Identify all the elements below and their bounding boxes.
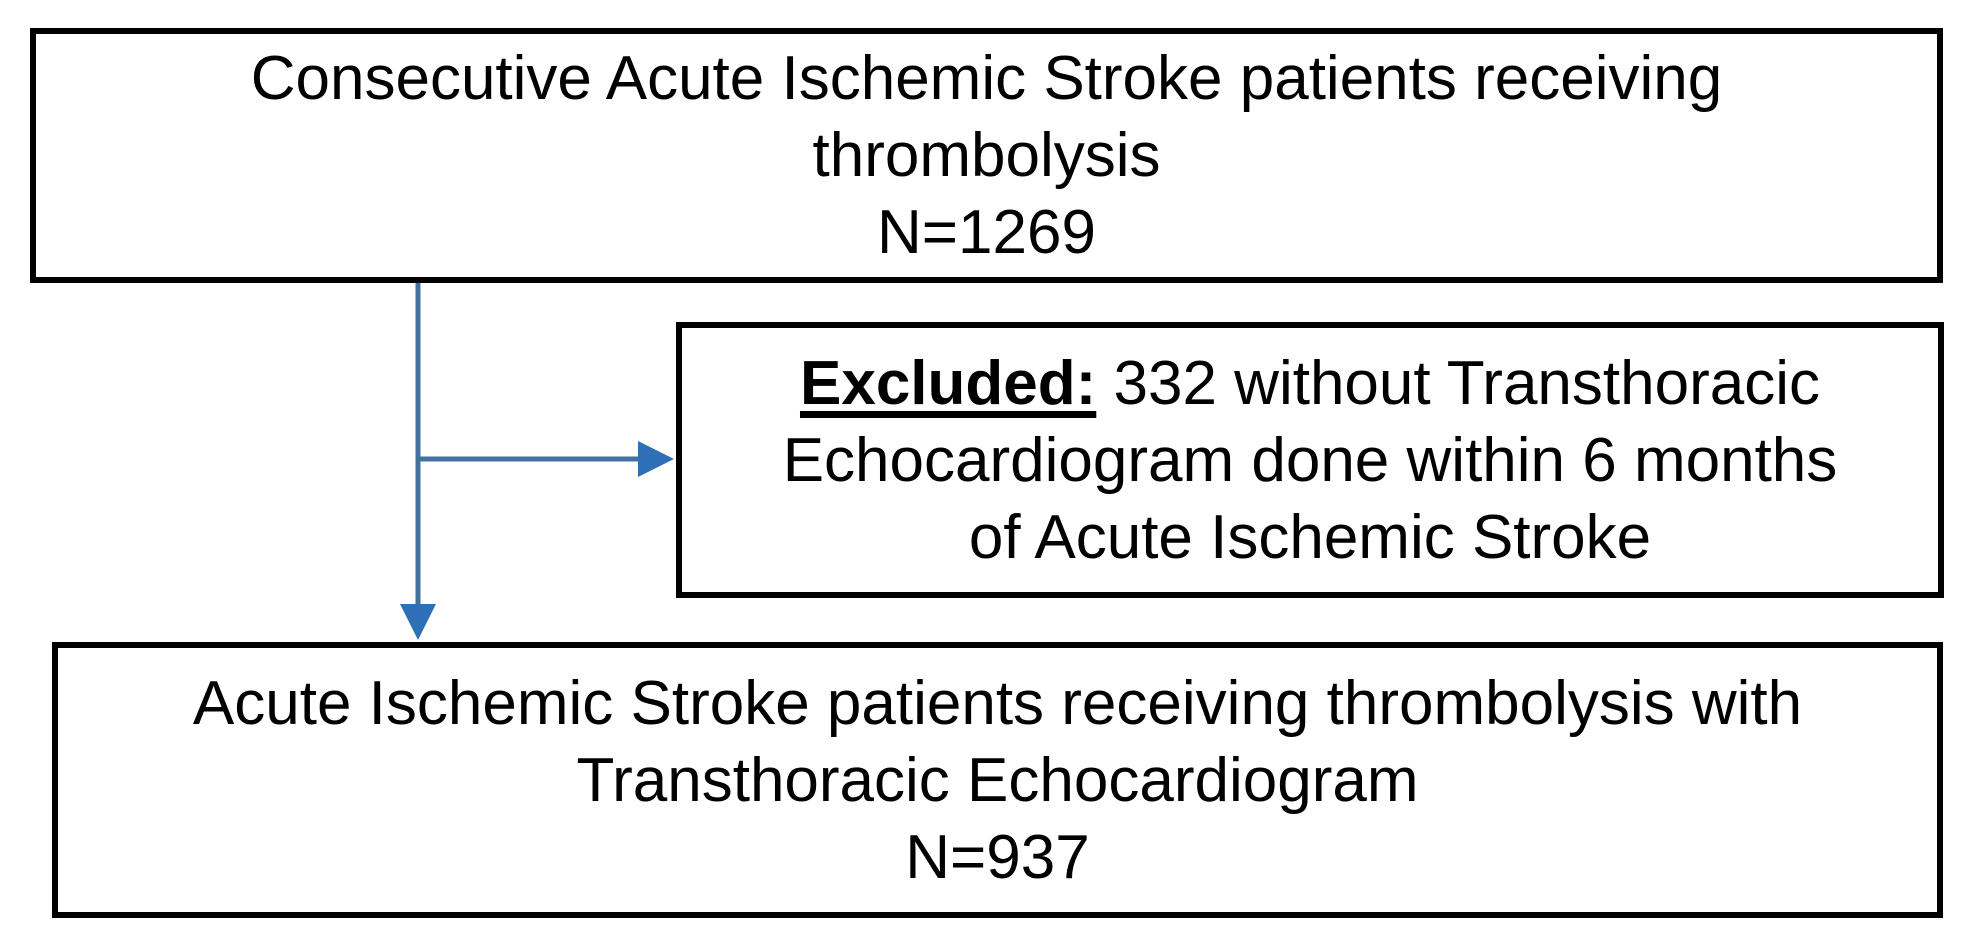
box-top-line-1: Consecutive Acute Ischemic Stroke patien…: [250, 44, 1723, 113]
right-arrowhead-icon: [638, 441, 674, 477]
box-bottom-count: N=937: [905, 822, 1090, 892]
excluded-line-1-rest: 332 without Transthoracic: [1096, 348, 1821, 418]
box-bottom-line-1: Acute Ischemic Stroke patients receiving…: [192, 668, 1803, 738]
box-excluded-line-2: Echocardiogram done within 6 months: [782, 425, 1838, 495]
box-excluded-line-3: of Acute Ischemic Stroke: [968, 502, 1652, 572]
box-patients-with-echocardiogram: Acute Ischemic Stroke patients receiving…: [52, 642, 1943, 918]
box-top-count: N=1269: [877, 198, 1096, 267]
excluded-label: Excluded:: [799, 348, 1097, 418]
box-consecutive-stroke-patients: Consecutive Acute Ischemic Stroke patien…: [30, 28, 1943, 283]
box-bottom-line-2: Transthoracic Echocardiogram: [576, 745, 1419, 815]
box-excluded-patients: Excluded: 332 without Transthoracic Echo…: [676, 322, 1944, 598]
box-top-line-2: thrombolysis: [812, 121, 1161, 190]
down-arrowhead-icon: [400, 604, 436, 640]
box-excluded-line-1: Excluded: 332 without Transthoracic: [800, 345, 1820, 422]
